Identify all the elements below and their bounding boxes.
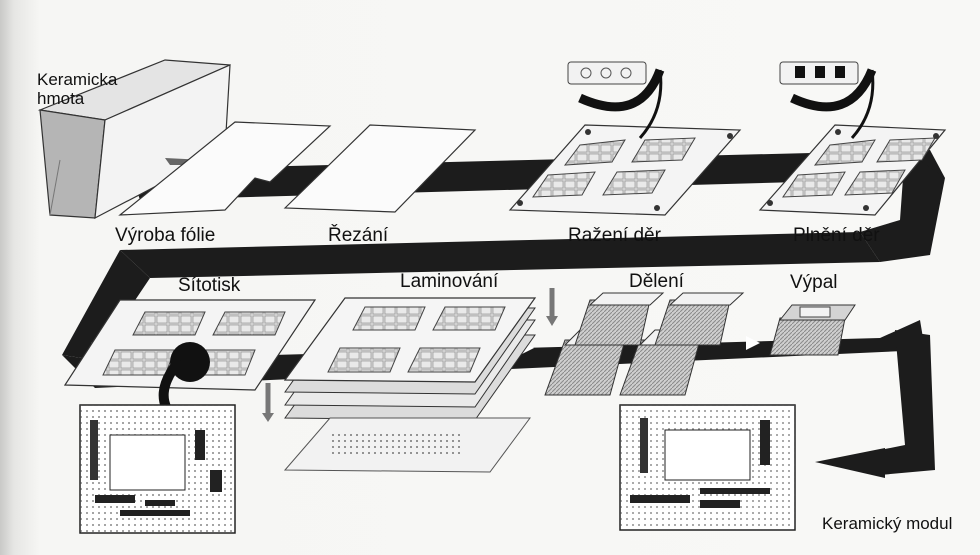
stage-label-film: Výroba fólie xyxy=(115,226,215,245)
stage-label-cutting: Řezání xyxy=(328,226,388,245)
source-label: Keramicka hmota xyxy=(37,70,117,108)
laminated-stack xyxy=(262,288,558,472)
arrow-to-module-icon xyxy=(815,448,885,478)
stage-label-filling: Plnění děr xyxy=(793,226,880,245)
diced-modules xyxy=(545,293,743,395)
stage-label-firing: Výpal xyxy=(790,273,838,292)
stage-label-printing: Sítotisk xyxy=(178,276,240,295)
stage-label-dicing: Dělení xyxy=(629,272,684,291)
stage-label-lamination: Laminování xyxy=(400,272,498,291)
ceramic-module-detail xyxy=(620,405,795,530)
printed-layout-detail xyxy=(80,405,235,533)
fill-tool-icon xyxy=(780,62,873,138)
stage-label-punching: Ražení děr xyxy=(568,226,661,245)
result-label: Keramický modul xyxy=(822,515,952,532)
punched-sheet xyxy=(510,125,740,215)
